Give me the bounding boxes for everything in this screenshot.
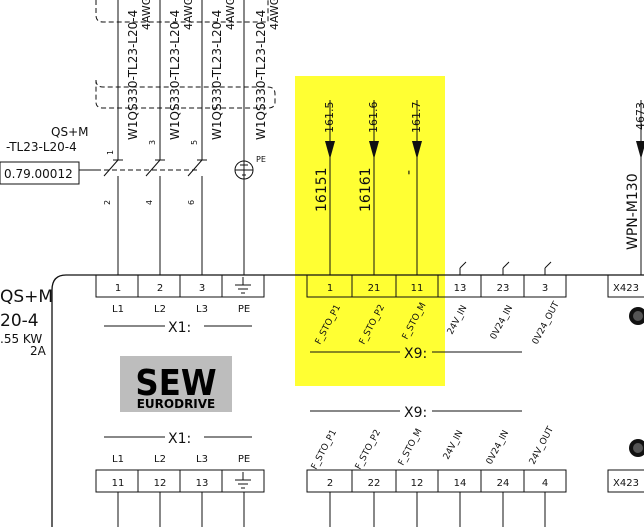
- x9-bottom-terminal: 2: [327, 478, 333, 489]
- x423-label: X423: [613, 478, 639, 489]
- left-device-label: QS+M: [51, 125, 88, 139]
- x1-top-label: L2: [154, 304, 166, 315]
- motor-power: .55 KW: [0, 332, 42, 346]
- awg-label-1: 4AWG: [140, 0, 153, 30]
- x9-bottom-signal: F_STO_P1: [310, 428, 339, 471]
- x9-top-terminal: 1: [327, 283, 333, 294]
- awg-label-3: 4AWG: [224, 0, 237, 30]
- x9-bottom-signal: F_STO_M: [397, 427, 425, 467]
- left-device-part: -TL23-L20-4: [6, 140, 77, 154]
- x1-top-terminal: 1: [115, 283, 121, 294]
- x9-bottom-name: X9:: [404, 405, 427, 421]
- x9-top-terminal: 23: [497, 283, 510, 294]
- cable-bracket-top: [95, 0, 269, 23]
- svg-text:SEW: SEW: [135, 363, 216, 404]
- x9-top-signal: 0V24_OUT: [531, 300, 562, 347]
- x9-bottom-signal: 24V_OUT: [528, 425, 556, 467]
- x1-top-terminal: 3: [199, 283, 205, 294]
- x1-bottom-label: L2: [154, 454, 166, 465]
- x9-bottom-signal: 24V_IN: [442, 429, 466, 462]
- motor-current: 2A: [30, 344, 47, 358]
- highlight-region: [295, 76, 445, 386]
- x9-bottom-terminal: 24: [497, 478, 510, 489]
- motor-label: QS+M: [0, 287, 53, 307]
- contact-2: 2: [103, 200, 112, 205]
- x1-bottom-terminal: 13: [196, 478, 209, 489]
- x9-bottom-terminal: 12: [411, 478, 424, 489]
- cable-label-4: W1QS330-TL23-L20-4: [254, 10, 268, 140]
- wire-number-1: 16151: [314, 167, 330, 212]
- x9-top-terminal: 11: [411, 283, 424, 294]
- cable-bracket-mid: [95, 79, 276, 109]
- contact-1: 1: [106, 150, 115, 155]
- ground-icon: [235, 277, 251, 294]
- x9-top-signal: 24V_IN: [446, 304, 470, 337]
- arrow-icon: [325, 141, 335, 159]
- x1-bottom-terminal: 12: [154, 478, 167, 489]
- sew-eurodrive-logo: SEW EURODRIVE: [120, 356, 232, 412]
- x9-top-terminal: 3: [542, 283, 548, 294]
- x9-top-terminal: 13: [454, 283, 467, 294]
- right-wire: WPN-M130: [625, 173, 641, 250]
- awg-label-4: 4AWG: [268, 0, 281, 30]
- x1-top-terminal: 2: [157, 283, 163, 294]
- x1-bottom-label: L1: [112, 454, 124, 465]
- x9-top-name: X9:: [404, 346, 427, 362]
- x9-top-strip: [306, 274, 567, 298]
- ground-icon: [235, 472, 251, 489]
- contact-3: 3: [148, 140, 157, 145]
- contact-6: 6: [187, 200, 196, 205]
- x9-bottom-strip: [306, 469, 567, 493]
- cable-label-3: W1QS330-TL23-L20-4: [210, 10, 224, 140]
- pe-label: PE: [256, 155, 266, 164]
- x9-top-terminal: 21: [368, 283, 381, 294]
- motor-part: 20-4: [0, 311, 39, 331]
- x9-bottom-signal: 0V24_IN: [485, 429, 511, 467]
- x423-label: X423: [613, 283, 639, 294]
- x1-top-label: L1: [112, 304, 124, 315]
- x9-bottom-terminal: 22: [368, 478, 381, 489]
- x1-bottom-label: PE: [238, 454, 250, 465]
- x9-bottom-signal: F_STO_P2: [354, 428, 383, 471]
- contact-4: 4: [145, 200, 154, 205]
- awg-label-2: 4AWG: [182, 0, 195, 30]
- x1-top-label: PE: [238, 304, 250, 315]
- right-ref: 4673: [634, 102, 644, 130]
- cable-label-1: W1QS330-TL23-L20-4: [126, 10, 140, 140]
- x1-bottom-name: X1:: [168, 431, 191, 447]
- x9-bottom-terminal: 4: [542, 478, 548, 489]
- x1-top-strip: [95, 274, 265, 298]
- arrow-icon: [369, 141, 379, 159]
- wire-number-3: -: [401, 170, 417, 175]
- contact-5: 5: [190, 140, 199, 145]
- cable-label-2: W1QS330-TL23-L20-4: [168, 10, 182, 140]
- left-device-value: 0.79.00012: [4, 167, 73, 181]
- svg-text:EURODRIVE: EURODRIVE: [137, 397, 216, 411]
- x1-top-name: X1:: [168, 320, 191, 336]
- x1-top-label: L3: [196, 304, 208, 315]
- x9-top-signal: 0V24_IN: [489, 304, 515, 342]
- wire-number-2: 16161: [358, 167, 374, 212]
- arrow-icon: [412, 141, 422, 159]
- x1-bottom-strip: [95, 469, 265, 493]
- x9-bottom-terminal: 14: [454, 478, 467, 489]
- x1-bottom-terminal: 11: [112, 478, 125, 489]
- x1-bottom-label: L3: [196, 454, 208, 465]
